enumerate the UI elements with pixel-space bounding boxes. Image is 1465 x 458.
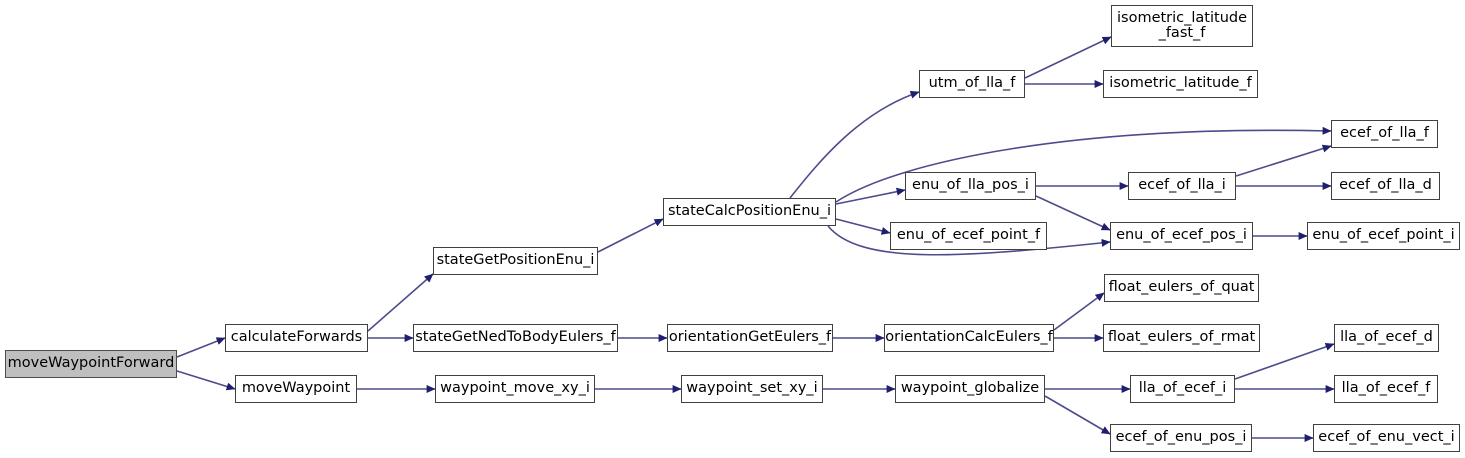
- graph-node-label: orientationCalcEulers_f: [885, 329, 1053, 346]
- graph-node-label: ecef_of_enu_pos_i: [1115, 429, 1247, 446]
- graph-node-label: lla_of_ecef_i: [1138, 380, 1227, 397]
- graph-node-moveWaypoint[interactable]: moveWaypoint: [235, 375, 357, 403]
- graph-node-label: waypoint_set_xy_i: [686, 380, 818, 397]
- graph-node-label: ecef_of_lla_f: [1340, 125, 1429, 142]
- edge-enu_of_lla_pos_i-to-enu_of_ecef_pos_i: [1035, 195, 1111, 231]
- graph-node-waypoint_set_xy_i[interactable]: waypoint_set_xy_i: [681, 375, 823, 403]
- graph-node-enu_of_lla_pos_i[interactable]: enu_of_lla_pos_i: [905, 172, 1036, 200]
- graph-node-label: isometric_latitude_f: [1109, 75, 1252, 92]
- edge-calculateForwards-to-stateGetPositionEnu_i: [367, 273, 434, 332]
- graph-node-ecef_of_lla_f[interactable]: ecef_of_lla_f: [1331, 120, 1438, 148]
- graph-node-stateGetPositionEnu_i[interactable]: stateGetPositionEnu_i: [433, 247, 598, 275]
- graph-node-enu_of_ecef_point_i[interactable]: enu_of_ecef_point_i: [1307, 222, 1460, 250]
- graph-node-waypoint_globalize[interactable]: waypoint_globalize: [895, 375, 1045, 403]
- graph-node-ecef_of_enu_pos_i[interactable]: ecef_of_enu_pos_i: [1110, 424, 1252, 452]
- edge-stateCalcPositionEnu_i-to-enu_of_ecef_point_f: [835, 218, 891, 235]
- graph-node-orientationGetEulers_f[interactable]: orientationGetEulers_f: [667, 324, 833, 352]
- graph-node-lla_of_ecef_f[interactable]: lla_of_ecef_f: [1334, 375, 1438, 403]
- edge-stateCalcPositionEnu_i-to-enu_of_lla_pos_i: [835, 187, 906, 205]
- graph-node-stateCalcPositionEnu_i[interactable]: stateCalcPositionEnu_i: [663, 198, 836, 226]
- graph-node-stateGetNedToBodyEulers_f[interactable]: stateGetNedToBodyEulers_f: [413, 324, 618, 352]
- graph-node-label: ecef_of_lla_i: [1138, 177, 1226, 194]
- graph-node-label: calculateForwards: [230, 329, 363, 346]
- graph-node-float_eulers_of_rmat[interactable]: float_eulers_of_rmat: [1103, 324, 1260, 352]
- graph-node-ecef_of_enu_vect_i[interactable]: ecef_of_enu_vect_i: [1313, 424, 1460, 452]
- graph-node-label: waypoint_globalize: [900, 380, 1040, 397]
- graph-node-lla_of_ecef_i[interactable]: lla_of_ecef_i: [1130, 375, 1235, 403]
- graph-node-label: stateGetPositionEnu_i: [436, 252, 595, 269]
- graph-node-label: stateCalcPositionEnu_i: [667, 203, 832, 220]
- edge-ecef_of_lla_i-to-ecef_of_lla_f: [1235, 144, 1332, 177]
- graph-node-label: waypoint_move_xy_i: [440, 380, 590, 397]
- edge-orientationCalcEulers_f-to-float_eulers_of_quat: [1053, 292, 1105, 331]
- graph-node-lla_of_ecef_d[interactable]: lla_of_ecef_d: [1334, 324, 1439, 352]
- graph-node-calculateForwards[interactable]: calculateForwards: [225, 324, 368, 352]
- graph-node-label: enu_of_ecef_point_i: [1312, 227, 1455, 244]
- graph-node-enu_of_ecef_pos_i[interactable]: enu_of_ecef_pos_i: [1110, 222, 1253, 250]
- graph-node-moveWaypointForward[interactable]: moveWaypointForward: [5, 350, 177, 378]
- graph-node-ecef_of_lla_d[interactable]: ecef_of_lla_d: [1331, 172, 1440, 200]
- graph-node-label: ecef_of_lla_d: [1339, 177, 1432, 194]
- graph-node-ecef_of_lla_i[interactable]: ecef_of_lla_i: [1128, 172, 1236, 200]
- graph-node-label: orientationGetEulers_f: [668, 329, 832, 346]
- graph-node-utm_of_lla_f[interactable]: utm_of_lla_f: [919, 70, 1025, 98]
- graph-node-label: float_eulers_of_rmat: [1107, 329, 1256, 346]
- edge-moveWaypointForward-to-calculateForwards: [176, 337, 226, 358]
- graph-node-label: float_eulers_of_quat: [1108, 279, 1255, 296]
- edge-stateGetPositionEnu_i-to-stateCalcPositionEnu_i: [597, 218, 664, 253]
- graph-node-label: lla_of_ecef_d: [1340, 329, 1433, 346]
- edge-utm_of_lla_f-to-isometric_latitude_fast_f: [1024, 36, 1112, 79]
- graph-node-label: moveWaypointForward: [7, 355, 175, 372]
- graph-node-orientationCalcEulers_f[interactable]: orientationCalcEulers_f: [884, 324, 1054, 352]
- graph-node-label: lla_of_ecef_f: [1341, 380, 1431, 397]
- edge-waypoint_globalize-to-ecef_of_enu_pos_i: [1044, 395, 1111, 435]
- graph-node-isometric_latitude_fast_f[interactable]: isometric_latitude _fast_f: [1111, 5, 1253, 47]
- graph-node-enu_of_ecef_point_f[interactable]: enu_of_ecef_point_f: [890, 222, 1047, 250]
- graph-node-float_eulers_of_quat[interactable]: float_eulers_of_quat: [1104, 274, 1259, 302]
- graph-node-label: enu_of_lla_pos_i: [912, 177, 1029, 194]
- graph-node-label: stateGetNedToBodyEulers_f: [415, 329, 616, 346]
- edge-moveWaypointForward-to-moveWaypoint: [176, 370, 236, 391]
- graph-node-label: ecef_of_enu_vect_i: [1318, 429, 1455, 446]
- graph-node-waypoint_move_xy_i[interactable]: waypoint_move_xy_i: [435, 375, 595, 403]
- graph-node-label: enu_of_ecef_pos_i: [1116, 227, 1247, 244]
- graph-node-label: enu_of_ecef_point_f: [896, 227, 1041, 244]
- graph-node-label: isometric_latitude _fast_f: [1116, 9, 1248, 41]
- edge-stateCalcPositionEnu_i-to-utm_of_lla_f: [789, 90, 920, 199]
- graph-node-isometric_latitude_f[interactable]: isometric_latitude_f: [1103, 70, 1258, 98]
- graph-node-label: moveWaypoint: [241, 380, 351, 397]
- graph-node-label: utm_of_lla_f: [928, 75, 1016, 92]
